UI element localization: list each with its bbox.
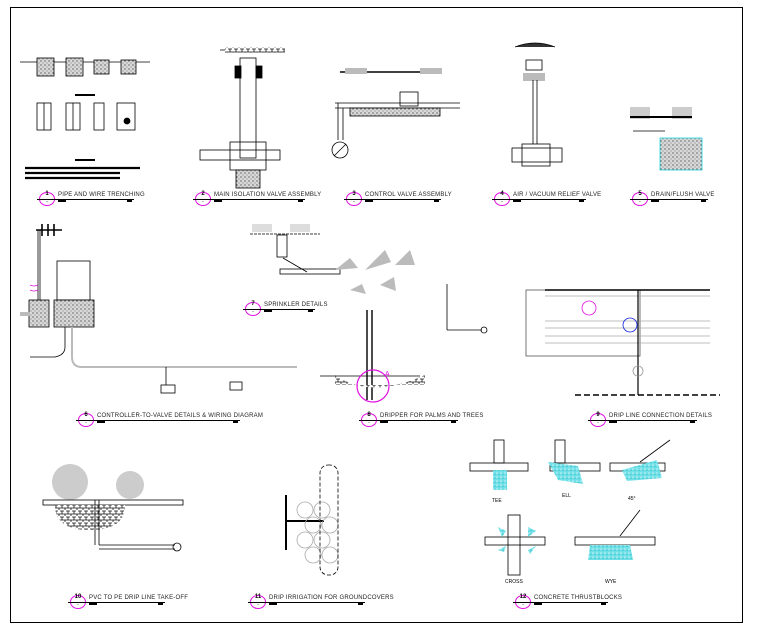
label-wye: WYE <box>605 579 617 585</box>
detail-title: CONCRETE THRUSTBLOCKS <box>534 595 623 601</box>
detail-caption-4: 4 - AIR / VACUUM RELIEF VALVE <box>492 191 601 210</box>
detail-2-isolation-valve <box>199 47 285 189</box>
detail-caption-12: 12 - CONCRETE THRUSTBLOCKS <box>513 594 622 613</box>
detail-title: CONTROL VALVE ASSEMBLY <box>365 192 452 198</box>
sheet-border <box>10 7 743 623</box>
callout-marker: A <box>385 371 390 378</box>
detail-bubble <box>37 192 57 206</box>
detail-caption-8: 8 - DRIPPER FOR PALMS AND TREES <box>359 412 483 431</box>
detail-caption-11: 11 - DRIP IRRIGATION FOR GROUNDCOVERS <box>248 594 394 613</box>
detail-title: DRAIN/FLUSH VALVE <box>651 192 715 198</box>
detail-caption-3: 3 - CONTROL VALVE ASSEMBLY <box>344 191 452 210</box>
detail-caption-7: 7 - SPRINKLER DETAILS <box>243 301 327 320</box>
detail-title: MAIN ISOLATION VALVE ASSEMBLY <box>214 192 322 198</box>
detail-title: DRIP IRRIGATION FOR GROUNDCOVERS <box>269 595 394 601</box>
detail-7-sprinkler <box>250 224 341 275</box>
label-cross: CROSS <box>505 579 523 585</box>
label-ell: ELL <box>562 493 571 499</box>
detail-1-trenching <box>20 57 150 180</box>
detail-title: DRIP LINE CONNECTION DETAILS <box>609 413 713 419</box>
detail-caption-2: 2 - MAIN ISOLATION VALVE ASSEMBLY <box>193 191 321 210</box>
detail-6-controller-wiring <box>20 224 297 394</box>
detail-11-groundcovers <box>285 464 339 576</box>
detail-12-thrustblocks <box>469 439 671 576</box>
thrustblock-labels: TEE ELL 45° CROSS WYE <box>492 493 636 585</box>
detail-5-drain-flush <box>630 107 703 171</box>
detail-title: CONTROLLER-TO-VALVE DETAILS & WIRING DIA… <box>97 413 264 419</box>
detail-caption-9: 9 - DRIP LINE CONNECTION DETAILS <box>588 412 712 431</box>
detail-caption-10: 10 - PVC TO PE DRIP LINE TAKE-OFF <box>68 594 188 613</box>
detail-9-drip-line-connection <box>525 289 720 396</box>
detail-4-air-vacuum-relief <box>511 42 563 167</box>
label-45: 45° <box>628 496 636 502</box>
detail-10-pvc-take-off <box>42 464 184 552</box>
detail-caption-6: 6 - CONTROLLER-TO-VALVE DETAILS & WIRING… <box>76 412 263 431</box>
detail-title: DRIPPER FOR PALMS AND TREES <box>380 413 484 419</box>
detail-caption-1: 1 - PIPE AND WIRE TRENCHING <box>37 191 145 210</box>
detail-title: PVC TO PE DRIP LINE TAKE-OFF <box>89 595 189 601</box>
detail-caption-5: 5 - DRAIN/FLUSH VALVE <box>630 191 714 210</box>
detail-8-dripper-palms: A <box>320 250 488 403</box>
detail-title: SPRINKLER DETAILS <box>264 302 328 308</box>
detail-title: PIPE AND WIRE TRENCHING <box>58 192 145 198</box>
detail-title: AIR / VACUUM RELIEF VALVE <box>513 192 602 198</box>
label-tee: TEE <box>492 498 502 504</box>
detail-3-control-valve <box>331 68 460 159</box>
